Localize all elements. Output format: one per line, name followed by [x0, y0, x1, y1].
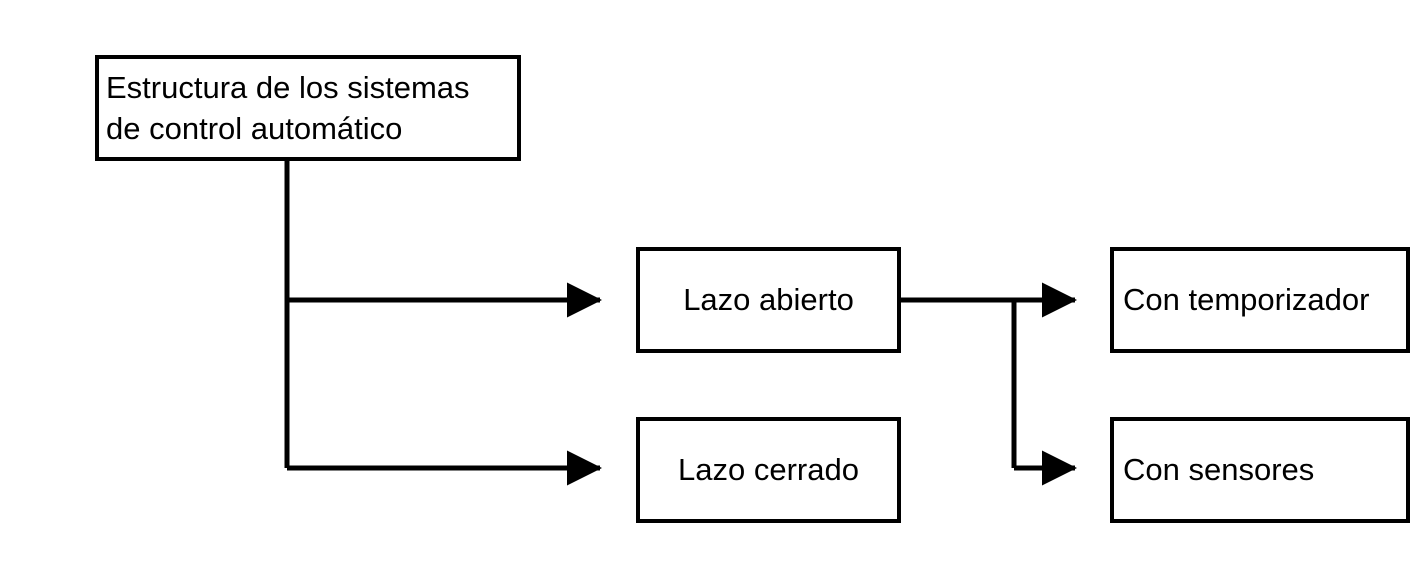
node-with-timer-label: Con temporizador — [1123, 282, 1370, 318]
node-closed-loop-label: Lazo cerrado — [678, 452, 859, 488]
node-with-sensors[interactable]: Con sensores — [1110, 417, 1410, 523]
node-root-label: Estructura de los sistemas de control au… — [106, 70, 470, 147]
node-with-timer[interactable]: Con temporizador — [1110, 247, 1410, 353]
node-root[interactable]: Estructura de los sistemas de control au… — [95, 55, 521, 161]
node-with-sensors-label: Con sensores — [1123, 452, 1315, 488]
node-closed-loop[interactable]: Lazo cerrado — [636, 417, 901, 523]
node-open-loop[interactable]: Lazo abierto — [636, 247, 901, 353]
node-open-loop-label: Lazo abierto — [683, 282, 854, 318]
